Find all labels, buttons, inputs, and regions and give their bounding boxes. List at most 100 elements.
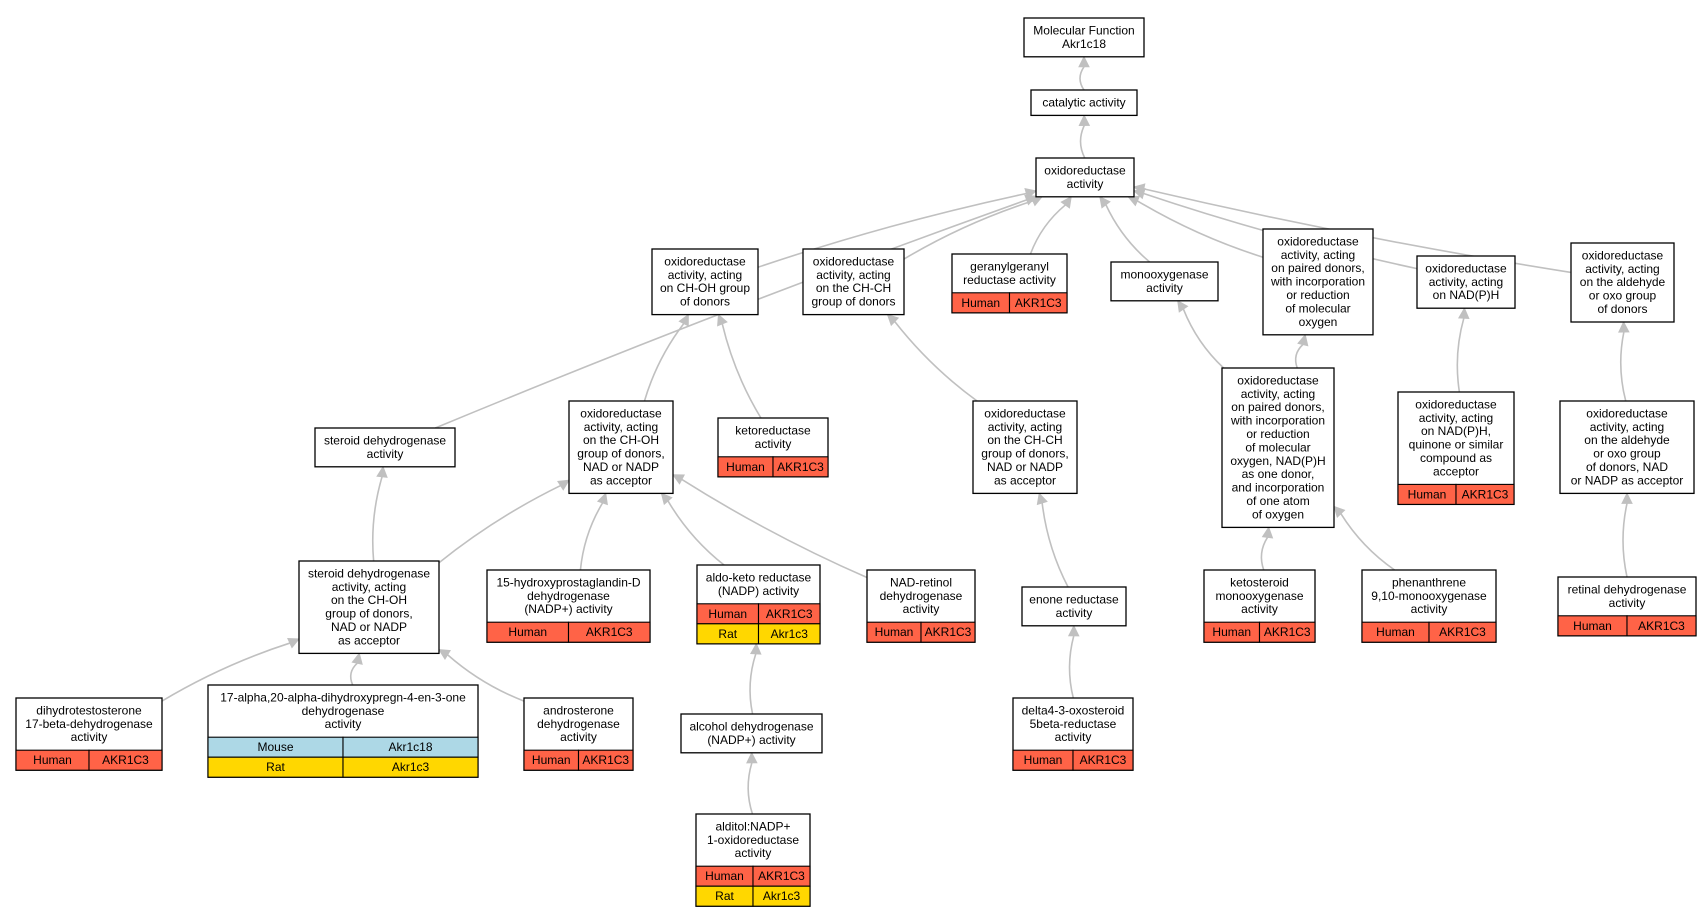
arrowhead bbox=[1067, 624, 1080, 637]
edge-choh-nad-to-choh bbox=[643, 313, 689, 402]
node-label-line: oxidoreductase bbox=[1586, 406, 1668, 420]
node-label-line: dehydrogenase bbox=[537, 717, 620, 731]
edge-line bbox=[681, 478, 868, 579]
edge-nadph-quin-to-nadph bbox=[1456, 307, 1470, 393]
edge-line bbox=[1029, 204, 1066, 255]
species-name: Mouse bbox=[257, 740, 293, 754]
node-label-line: activity bbox=[560, 730, 597, 744]
edge-line bbox=[161, 642, 291, 702]
gene-name: AKR1C3 bbox=[582, 753, 629, 767]
gene-name: Akr1c3 bbox=[392, 760, 430, 774]
gene-cell bbox=[920, 621, 976, 643]
gene-name: AKR1C3 bbox=[1638, 619, 1685, 633]
node-label-line: oxidoreductase bbox=[1582, 248, 1664, 262]
node-label-line: on the CH-OH bbox=[331, 593, 407, 607]
node-label-line: as acceptor bbox=[590, 473, 652, 487]
gene-cell bbox=[1455, 483, 1515, 505]
node-delta4[interactable]: delta4-3-oxosteroid5beta-reductaseactivi… bbox=[1012, 697, 1134, 771]
arrowhead bbox=[287, 637, 301, 649]
edge-line bbox=[757, 192, 1027, 268]
node-box bbox=[314, 427, 456, 468]
node-dht[interactable]: dihydrotestosterone17-beta-dehydrogenase… bbox=[15, 697, 163, 771]
gene-cell bbox=[757, 623, 821, 645]
node-label-line: or oxo group bbox=[1593, 447, 1661, 461]
node-label-line: on the aldehyde bbox=[1580, 275, 1666, 289]
node-pgd[interactable]: 15-hydroxyprostaglandin-Ddehydrogenase(N… bbox=[486, 569, 651, 643]
species-name: Human bbox=[726, 460, 765, 474]
node-label-line: oxidoreductase bbox=[984, 406, 1066, 420]
node-label-line: activity bbox=[1146, 281, 1183, 295]
arrowhead bbox=[1621, 492, 1633, 504]
arrowhead bbox=[717, 313, 728, 327]
node-alditol[interactable]: alditol:NADP+1-oxidoreductaseactivityHum… bbox=[695, 813, 811, 907]
node-box bbox=[972, 400, 1078, 495]
node-label-line: of donors bbox=[1597, 302, 1647, 316]
edge-paired-to-oxido bbox=[1127, 195, 1264, 258]
gene-name: Akr1c3 bbox=[763, 889, 801, 903]
node-label-line: compound as bbox=[1420, 451, 1492, 465]
species-name: Human bbox=[961, 296, 1000, 310]
arrowhead bbox=[1261, 526, 1274, 539]
edge-andro-to-steroid-choh bbox=[438, 649, 525, 702]
node-label-line: enone reductase bbox=[1029, 592, 1119, 606]
node-preg[interactable]: 17-alpha,20-alpha-dihydroxypregn-4-en-3-… bbox=[207, 684, 479, 778]
node-label-line: retinal dehydrogenase bbox=[1568, 582, 1687, 596]
gene-cell bbox=[1626, 615, 1697, 637]
node-label-line: ketosteroid bbox=[1230, 575, 1289, 589]
edge-line bbox=[894, 321, 978, 402]
node-label-line: activity, acting bbox=[1429, 275, 1503, 289]
node-catalytic[interactable]: catalytic activity bbox=[1030, 89, 1138, 117]
arrowhead bbox=[886, 313, 900, 327]
node-alcohol[interactable]: alcohol dehydrogenase(NADP+) activity bbox=[680, 713, 823, 754]
node-label-line: activity bbox=[1609, 596, 1646, 610]
gene-cell bbox=[577, 749, 634, 771]
node-label-line: with incorporation bbox=[1270, 275, 1365, 289]
node-label-line: Molecular Function bbox=[1033, 23, 1134, 37]
node-label-line: NAD or NADP bbox=[987, 460, 1063, 474]
node-label-line: alcohol dehydrogenase bbox=[689, 719, 813, 733]
edge-line bbox=[1041, 502, 1069, 588]
arrowhead bbox=[376, 465, 388, 478]
node-label-line: of oxygen bbox=[1252, 507, 1304, 521]
node-label-line: monooxygenase bbox=[1215, 589, 1303, 603]
node-label-line: catalytic activity bbox=[1042, 95, 1125, 109]
node-box bbox=[1570, 242, 1675, 323]
gene-cell bbox=[1008, 292, 1068, 314]
gene-cell bbox=[88, 749, 163, 771]
node-box bbox=[298, 560, 440, 655]
node-phen[interactable]: phenanthrene9,10-monooxygenaseactivityHu… bbox=[1361, 569, 1497, 643]
edge-line bbox=[1294, 343, 1304, 369]
node-label-line: activity bbox=[1055, 730, 1092, 744]
node-label-line: activity bbox=[903, 602, 940, 616]
species-name: Human bbox=[708, 607, 747, 621]
node-label-line: androsterone bbox=[543, 703, 614, 717]
node-label-line: with incorporation bbox=[1230, 414, 1325, 428]
species-name: Human bbox=[1376, 625, 1415, 639]
gene-name: AKR1C3 bbox=[102, 753, 149, 767]
edge-pgd-to-choh-nad bbox=[579, 492, 608, 571]
edge-keto-to-choh bbox=[717, 313, 762, 419]
